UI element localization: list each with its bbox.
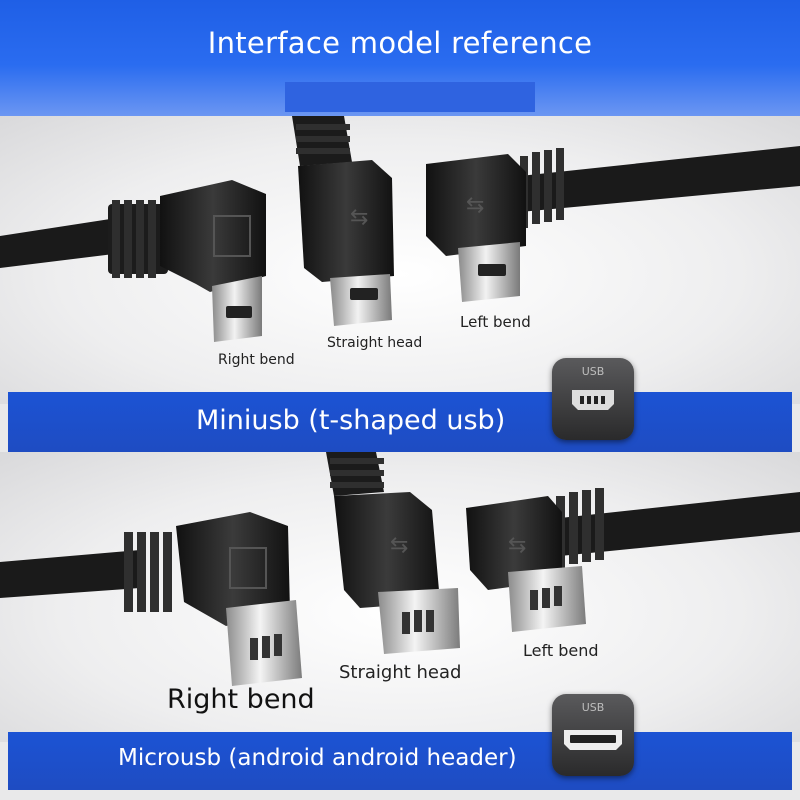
mini-usb-port-card: USB	[552, 358, 634, 440]
mini-usb-banner: Miniusb (t-shaped usb)	[8, 392, 792, 452]
usb-trident-icon: ⇆	[508, 533, 526, 558]
mini-straight-head-label: Straight head	[327, 335, 423, 351]
micro-usb-port-card: USB	[552, 694, 634, 776]
usb-trident-icon: ⇆	[390, 533, 408, 558]
micro-usb-banner: Microusb (android android header)	[8, 732, 792, 790]
micro-right-bend-label: Right bend	[167, 684, 315, 715]
header-shade	[285, 82, 535, 112]
header-bar: Interface model reference	[0, 0, 800, 118]
micro-usb-port-label: USB	[581, 701, 605, 714]
mini-usb-connectors-illustration: ⇆ ⇆	[0, 116, 800, 342]
mini-usb-banner-text: Miniusb (t-shaped usb)	[196, 405, 506, 436]
straight-micro-plug: ⇆	[326, 452, 460, 654]
micro-usb-photo: ⇆ ⇆ Right bend Straight head Left bend	[0, 452, 800, 742]
micro-left-bend-label: Left bend	[523, 641, 599, 660]
micro-straight-head-label: Straight head	[339, 662, 462, 683]
straight-mini-plug: ⇆	[292, 116, 394, 326]
left-bend-micro-plug: ⇆	[466, 488, 604, 632]
usb-trident-icon: ⇆	[466, 193, 484, 218]
micro-usb-connectors-illustration: ⇆ ⇆	[0, 452, 800, 686]
left-bend-mini-plug: ⇆	[426, 148, 564, 302]
micro-usb-banner-text: Microusb (android android header)	[118, 745, 517, 771]
mini-right-bend-label: Right bend	[218, 352, 295, 368]
mini-usb-port-label: USB	[581, 365, 605, 378]
mini-usb-photo: ⇆ ⇆ Right bend Straight head Left bend	[0, 116, 800, 404]
right-bend-mini-plug	[108, 180, 266, 342]
right-bend-micro-plug	[124, 512, 302, 686]
mini-left-bend-label: Left bend	[460, 313, 531, 331]
mini-usb-port-icon	[572, 390, 614, 410]
usb-trident-icon: ⇆	[350, 205, 368, 230]
micro-usb-port-icon	[564, 730, 622, 750]
page-title: Interface model reference	[207, 26, 593, 60]
